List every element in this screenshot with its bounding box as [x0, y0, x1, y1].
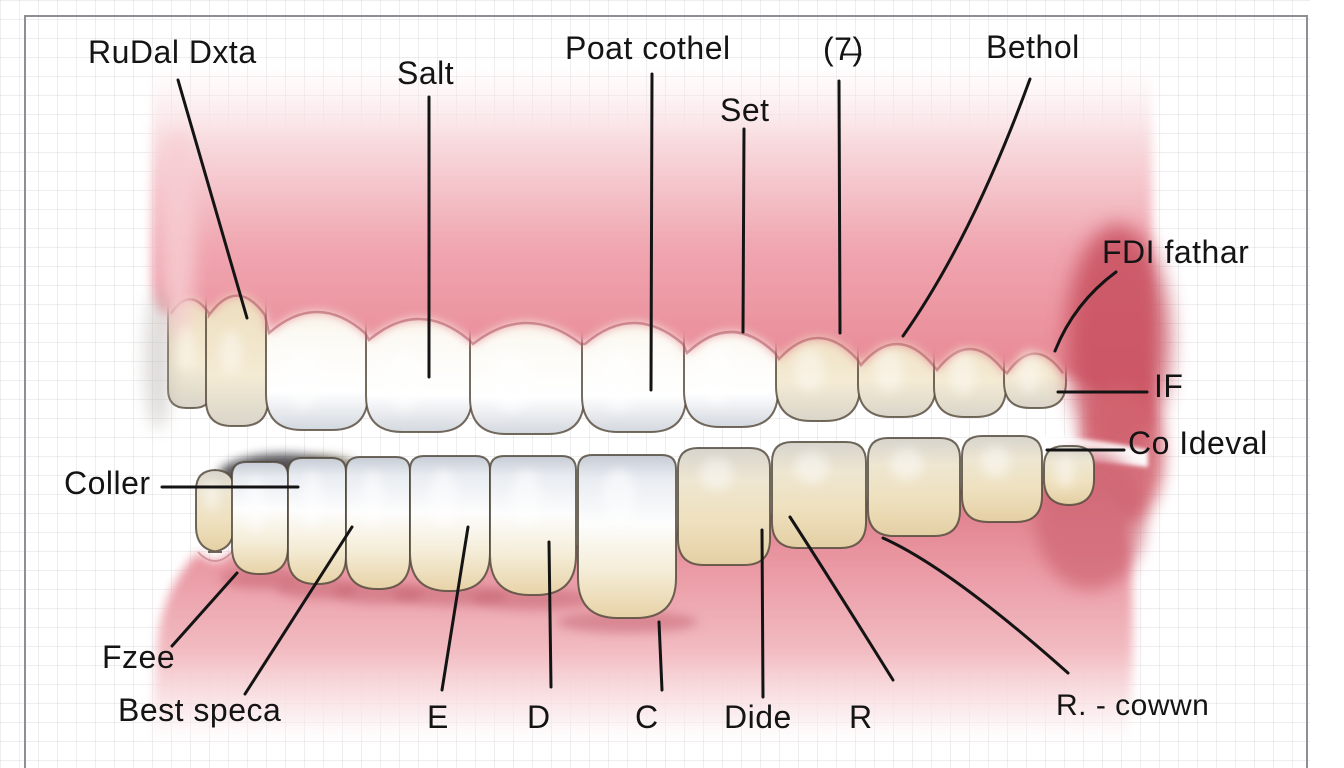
leader-e	[440, 525, 470, 692]
leader-dide	[760, 528, 765, 699]
label-best: Best speca	[118, 692, 282, 728]
label-bethol: Bethol	[986, 29, 1080, 65]
label-rcowwn: R. - cowwn	[1056, 689, 1210, 722]
label-c: C	[635, 699, 659, 735]
leader-r	[788, 515, 895, 682]
upper-gum-shading	[144, 130, 1170, 525]
label-salt: Salt	[397, 55, 455, 91]
lower-teeth-highlights	[205, 446, 1074, 532]
diagram-frame	[24, 15, 1308, 768]
leader-set	[741, 127, 746, 334]
label-if: IF	[1154, 368, 1184, 404]
label-d: D	[527, 699, 551, 735]
label-poat: Poat cothel	[565, 30, 731, 66]
label-dide: Dide	[724, 699, 792, 735]
leader-poat	[649, 72, 654, 392]
leader-best	[243, 525, 354, 696]
label-coller: Coller	[64, 465, 151, 501]
page-margin	[1310, 0, 1344, 768]
leader-lines	[160, 72, 1149, 699]
leader-rudal	[176, 78, 249, 320]
leader-bethol	[901, 77, 1032, 338]
leader-rcowwn	[881, 536, 1070, 675]
label-e: E	[427, 699, 449, 735]
label-set: Set	[720, 92, 770, 128]
leader-seven	[837, 79, 842, 335]
label-fdi: FDI fathar	[1102, 234, 1250, 270]
label-rudal: RuDal Dxta	[88, 34, 257, 70]
leader-fdi	[1053, 270, 1118, 353]
leader-c	[657, 620, 664, 692]
leader-fzee	[170, 571, 239, 648]
leader-d	[547, 540, 553, 689]
label-seven: (7̶)	[823, 31, 864, 67]
label-co: Co Ideval	[1128, 425, 1268, 461]
label-fzee: Fzee	[102, 639, 176, 675]
label-r: R	[849, 699, 873, 735]
